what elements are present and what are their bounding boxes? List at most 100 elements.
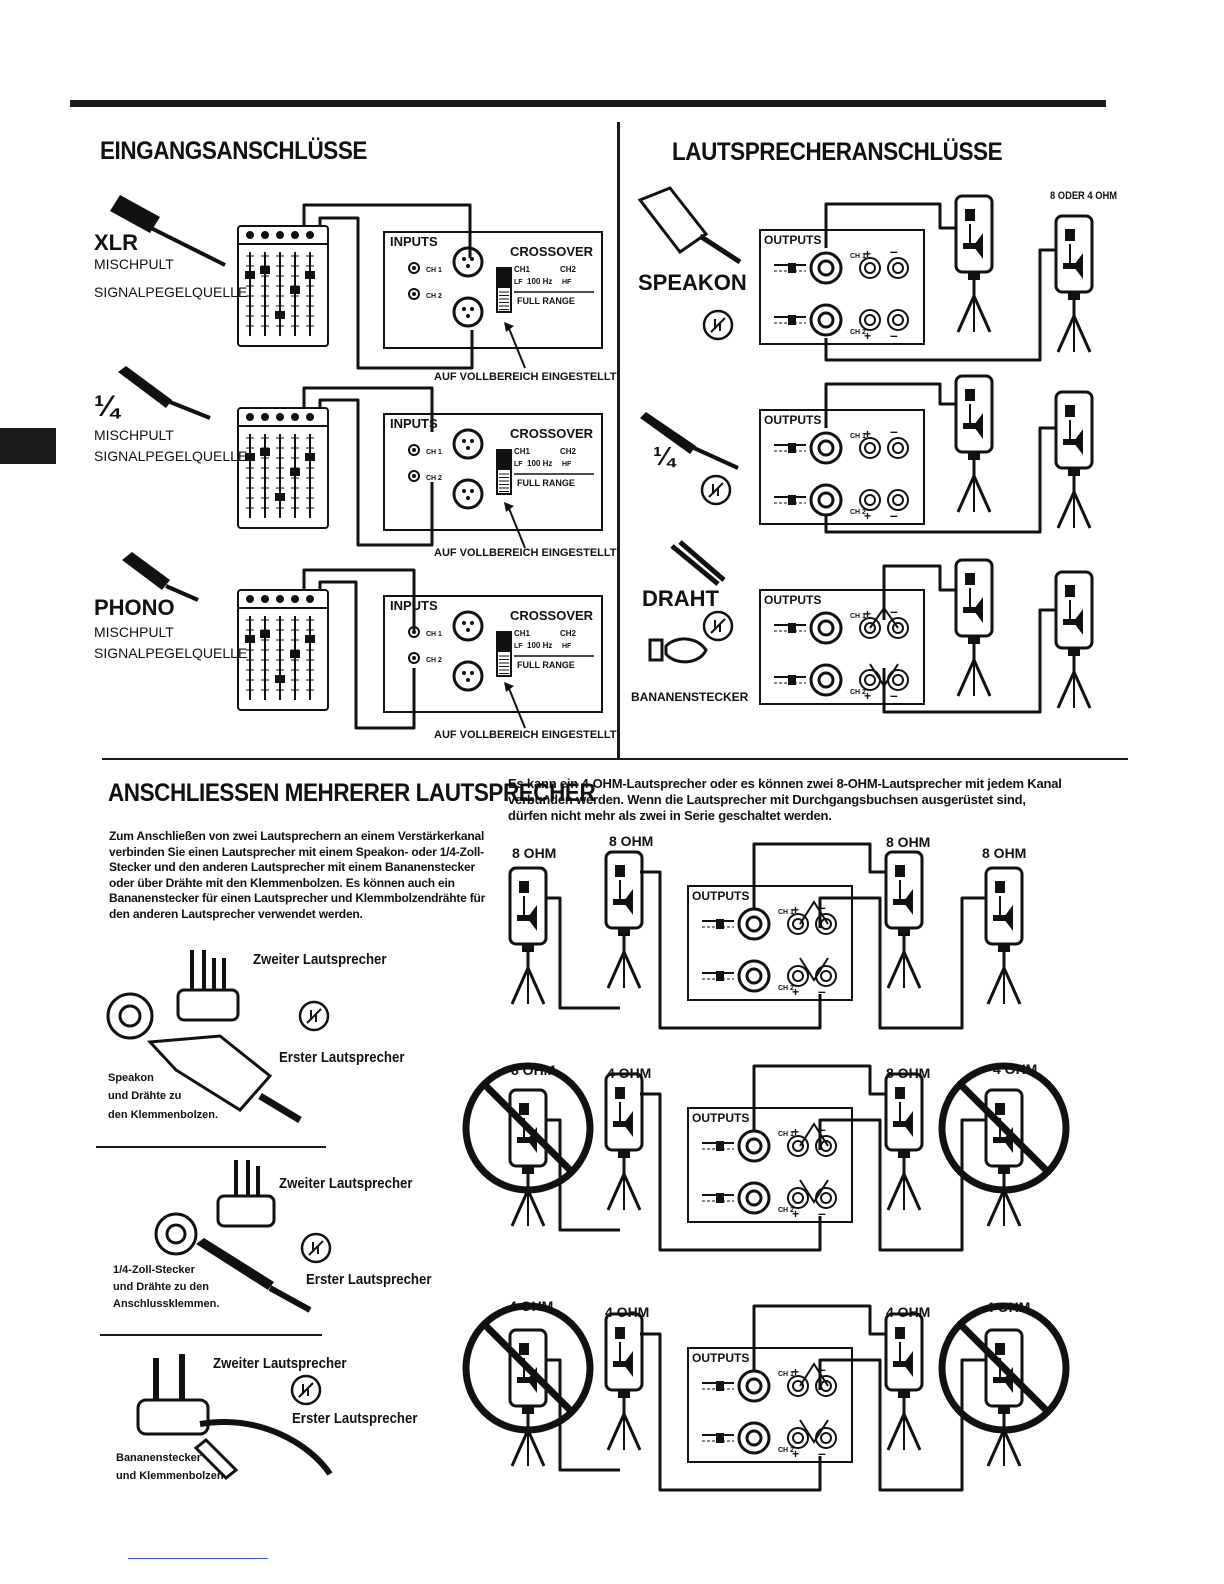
mixer-knob bbox=[276, 595, 284, 603]
row3-ohm-d: 4 OHM bbox=[986, 1299, 1031, 1315]
spk-cross-row3 bbox=[869, 606, 899, 688]
pole-mount bbox=[522, 944, 534, 952]
mixer-knob bbox=[261, 413, 269, 421]
ex1-speakon-plug bbox=[146, 1034, 273, 1112]
quarter-source-line1: MISCHPULT bbox=[94, 427, 174, 443]
row3-ohm-c: 4 OHM bbox=[886, 1304, 931, 1320]
xlr-pin bbox=[462, 489, 466, 493]
pole-mount bbox=[898, 928, 910, 936]
tripod-leg bbox=[622, 1173, 642, 1211]
xlr-socket bbox=[452, 428, 484, 460]
fader-cap bbox=[275, 493, 285, 501]
ch1-label: CH 1 bbox=[426, 631, 442, 638]
panel-border bbox=[383, 595, 603, 713]
ex1-no-sign-glyph bbox=[306, 1008, 322, 1024]
xlr-pin bbox=[462, 439, 466, 443]
draht-label: DRAHT bbox=[642, 586, 719, 611]
pole-mount bbox=[968, 452, 980, 460]
fullrange-arrowhead-3 bbox=[504, 682, 514, 692]
minus-label: – bbox=[890, 423, 898, 439]
example1-caption-3: den Klemmenbolzen. bbox=[108, 1109, 219, 1121]
binding-post-core bbox=[792, 970, 804, 982]
banana-plug-label: BANANENSTECKER bbox=[631, 690, 749, 704]
hf-label: HF bbox=[562, 643, 572, 650]
pole-mount bbox=[898, 1150, 910, 1158]
plug-body bbox=[788, 443, 796, 453]
phono-source-line1: MISCHPULT bbox=[94, 624, 174, 640]
row2-ohm-a: 8 OHM bbox=[511, 1062, 556, 1078]
tripod-leg bbox=[606, 951, 626, 989]
fader-cap bbox=[245, 635, 255, 643]
plus-label: + bbox=[792, 1447, 799, 1461]
xlr-pin bbox=[470, 621, 474, 625]
ex1-speakon-core bbox=[118, 1004, 142, 1028]
jack-ch1 bbox=[408, 444, 420, 456]
mixer-knob bbox=[306, 231, 314, 239]
xlr-source-line1: MISCHPULT bbox=[94, 256, 174, 272]
pole-mount bbox=[522, 1406, 534, 1414]
ch2-short-label: CH2 bbox=[560, 447, 577, 456]
example1-caption-2: und Drähte zu bbox=[108, 1090, 182, 1102]
pole-mount bbox=[522, 1166, 534, 1174]
outputs-label: OUTPUTS bbox=[692, 1351, 749, 1365]
binding-post-core bbox=[792, 1432, 804, 1444]
fader-cap bbox=[245, 271, 255, 279]
speakon-core bbox=[745, 1137, 763, 1155]
plug-body bbox=[788, 623, 796, 633]
minus-label: – bbox=[890, 603, 898, 619]
example3-caption-2: und Klemmenbolzen bbox=[116, 1470, 224, 1482]
plug-body bbox=[716, 919, 724, 929]
quarter-plug-icon bbox=[118, 366, 172, 408]
xlr-pin bbox=[470, 307, 474, 311]
driver-symbol bbox=[993, 881, 1013, 931]
outputs-label: OUTPUTS bbox=[764, 233, 821, 247]
tripod-leg bbox=[1072, 671, 1092, 709]
binding-post-core bbox=[792, 1192, 804, 1204]
tripod-leg bbox=[510, 967, 530, 1005]
mixer-knob bbox=[306, 413, 314, 421]
prohibited-speaker-a-2 bbox=[462, 1062, 594, 1194]
tripod-leg bbox=[1002, 967, 1022, 1005]
ex3-binding-posts bbox=[136, 1398, 210, 1436]
plug-body bbox=[788, 675, 796, 685]
prohibited-speaker-a-2-bar bbox=[482, 1082, 574, 1174]
speakon-plug-icon bbox=[637, 186, 709, 255]
quarter-wire-1 bbox=[302, 386, 434, 432]
ch1-short-label: CH1 bbox=[514, 447, 531, 456]
minus-label: – bbox=[890, 327, 898, 343]
xlr-pin bbox=[470, 671, 474, 675]
binding-post-core bbox=[864, 314, 876, 326]
tripod-leg bbox=[526, 1429, 546, 1467]
speakon-core bbox=[745, 1429, 763, 1447]
multi-speaker-b-3 bbox=[604, 1312, 644, 1451]
tripod-leg bbox=[956, 295, 976, 333]
quarter-inch-label: ¼ bbox=[94, 390, 120, 423]
jack-ch2-core bbox=[412, 292, 416, 296]
quarter-wire-2 bbox=[318, 398, 434, 547]
example3-first-speaker: Erster Lautsprecher bbox=[292, 1410, 418, 1427]
mixer-knob bbox=[261, 595, 269, 603]
mixer-knob bbox=[291, 231, 299, 239]
tripod-leg bbox=[510, 1429, 530, 1467]
multi-right-paragraph: Es kann ein 4-OHM-Lautsprecher oder es k… bbox=[508, 776, 1062, 823]
fullrange-arrowhead-2 bbox=[504, 502, 514, 512]
fader-cap bbox=[260, 448, 270, 456]
tripod-leg bbox=[1002, 1429, 1022, 1467]
xlr-pin bbox=[466, 314, 470, 318]
jack-ch1-core bbox=[412, 266, 416, 270]
fader-cap bbox=[275, 311, 285, 319]
driver-symbol bbox=[963, 209, 983, 259]
phono-wire-1 bbox=[302, 568, 416, 630]
speakon-core bbox=[817, 259, 835, 277]
spk-wire-row2-b bbox=[824, 426, 1056, 534]
tripod-leg bbox=[1072, 491, 1092, 529]
pole-mount bbox=[998, 1406, 1010, 1414]
fader-cap bbox=[290, 468, 300, 476]
ch2-short-label: CH2 bbox=[560, 265, 577, 274]
jack-ch2-core bbox=[412, 474, 416, 478]
multi-wire-ch1-1 bbox=[752, 842, 886, 908]
binding-post-core bbox=[892, 442, 904, 454]
multi-speaker-d-3 bbox=[984, 1328, 1024, 1467]
